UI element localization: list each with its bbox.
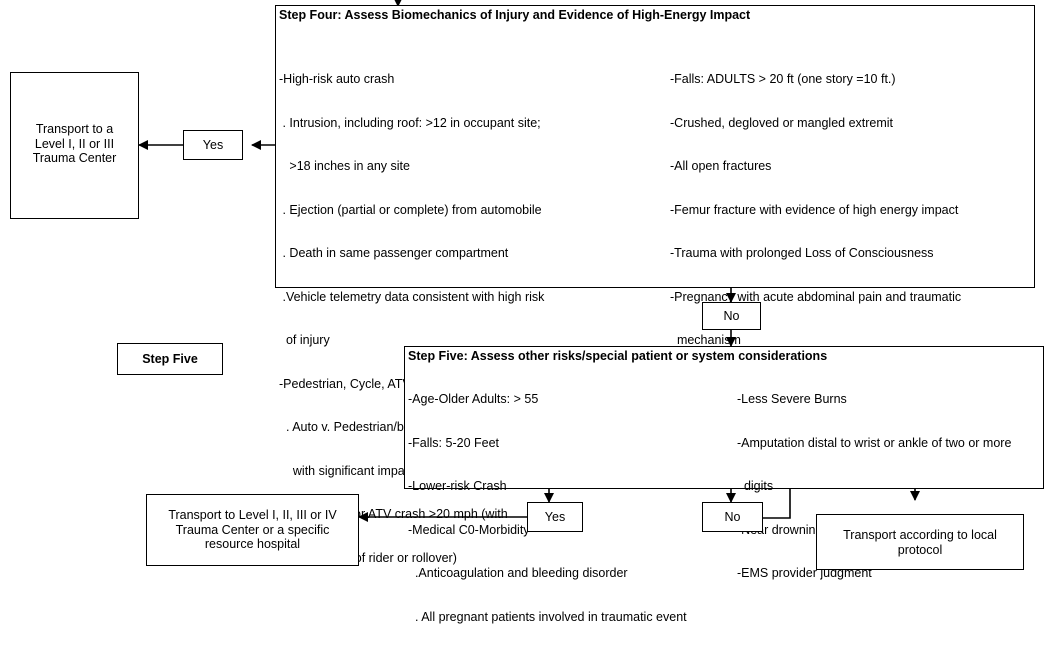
no-box-bottom: No (702, 502, 763, 532)
step4-left-line: . Ejection (partial or complete) from au… (279, 202, 542, 217)
yes-label-bottom: Yes (544, 510, 566, 524)
step5-right-line: -Amputation distal to wrist or ankle of … (737, 435, 1012, 450)
step5-left-line: -Age-Older Adults: > 55 (408, 392, 539, 406)
step4-left-line: -High-risk auto crash (279, 72, 395, 86)
step5-title: Step Five: Assess other risks/special pa… (408, 349, 828, 363)
no-label-mid: No (723, 309, 740, 323)
step5-right-list: -Less Severe Burns -Amputation distal to… (737, 363, 1011, 610)
yes-box-top: Yes (183, 130, 243, 160)
step5-label-box: Step Five (117, 343, 223, 375)
step5-right-line: digits (737, 479, 774, 493)
step5-left-line: -Medical C0-Morbidity (408, 522, 530, 537)
transport-local-box: Transport according to local protocol (816, 514, 1024, 570)
step4-right-line: -All open fractures (670, 159, 772, 173)
step4-right-line: -Trauma with prolonged Loss of Conscious… (670, 246, 934, 260)
step5-label: Step Five (142, 352, 198, 366)
step4-right-line: -Falls: ADULTS > 20 ft (one story =10 ft… (670, 72, 896, 86)
step5-left-line: -Falls: 5-20 Feet (408, 435, 500, 450)
transport-level-1-3-box: Transport to a Level I, II or III Trauma… (10, 72, 139, 219)
step5-box: Step Five: Assess other risks/special pa… (404, 346, 1044, 624)
step4-left-line: of injury (279, 333, 330, 347)
step4-right-line: -Femur fracture with evidence of high en… (670, 202, 959, 217)
transport-local-label: Transport according to local protocol (843, 528, 997, 557)
transport-level-1-4-label: Transport to Level I, II, III or IV Trau… (168, 508, 337, 551)
no-label-bottom: No (724, 510, 741, 524)
transport-level-1-3-label: Transport to a Level I, II or III Trauma… (32, 122, 117, 165)
step4-left-line: . Death in same passenger compartment (279, 246, 509, 260)
step4-title: Step Four: Assess Biomechanics of Injury… (279, 8, 751, 22)
step4-right-list: -Falls: ADULTS > 20 ft (one story =10 ft… (670, 43, 961, 377)
step4-right-line: -Pregnancy with acute abdominal pain and… (670, 289, 962, 304)
step5-left-line: .Anticoagulation and bleeding disorder (408, 566, 628, 580)
no-box-mid: No (702, 302, 761, 330)
yes-box-bottom: Yes (527, 502, 583, 532)
step4-box: Step Four: Assess Biomechanics of Injury… (275, 5, 1035, 565)
step5-left-line: . All pregnant patients involved in trau… (408, 609, 687, 624)
yes-label-top: Yes (202, 138, 224, 152)
step4-right-line: -Crushed, degloved or mangled extremit (670, 115, 894, 130)
step4-left-line: >18 inches in any site (279, 159, 410, 173)
step4-right-line: mechanism (670, 333, 741, 347)
step5-left-line: -Lower-risk Crash (408, 479, 507, 493)
step5-right-line: -Less Severe Burns (737, 392, 847, 406)
step4-left-line: . Intrusion, including roof: >12 in occu… (279, 115, 541, 130)
step4-left-line: .Vehicle telemetry data consistent with … (279, 289, 545, 304)
transport-level-1-4-box: Transport to Level I, II, III or IV Trau… (146, 494, 359, 566)
